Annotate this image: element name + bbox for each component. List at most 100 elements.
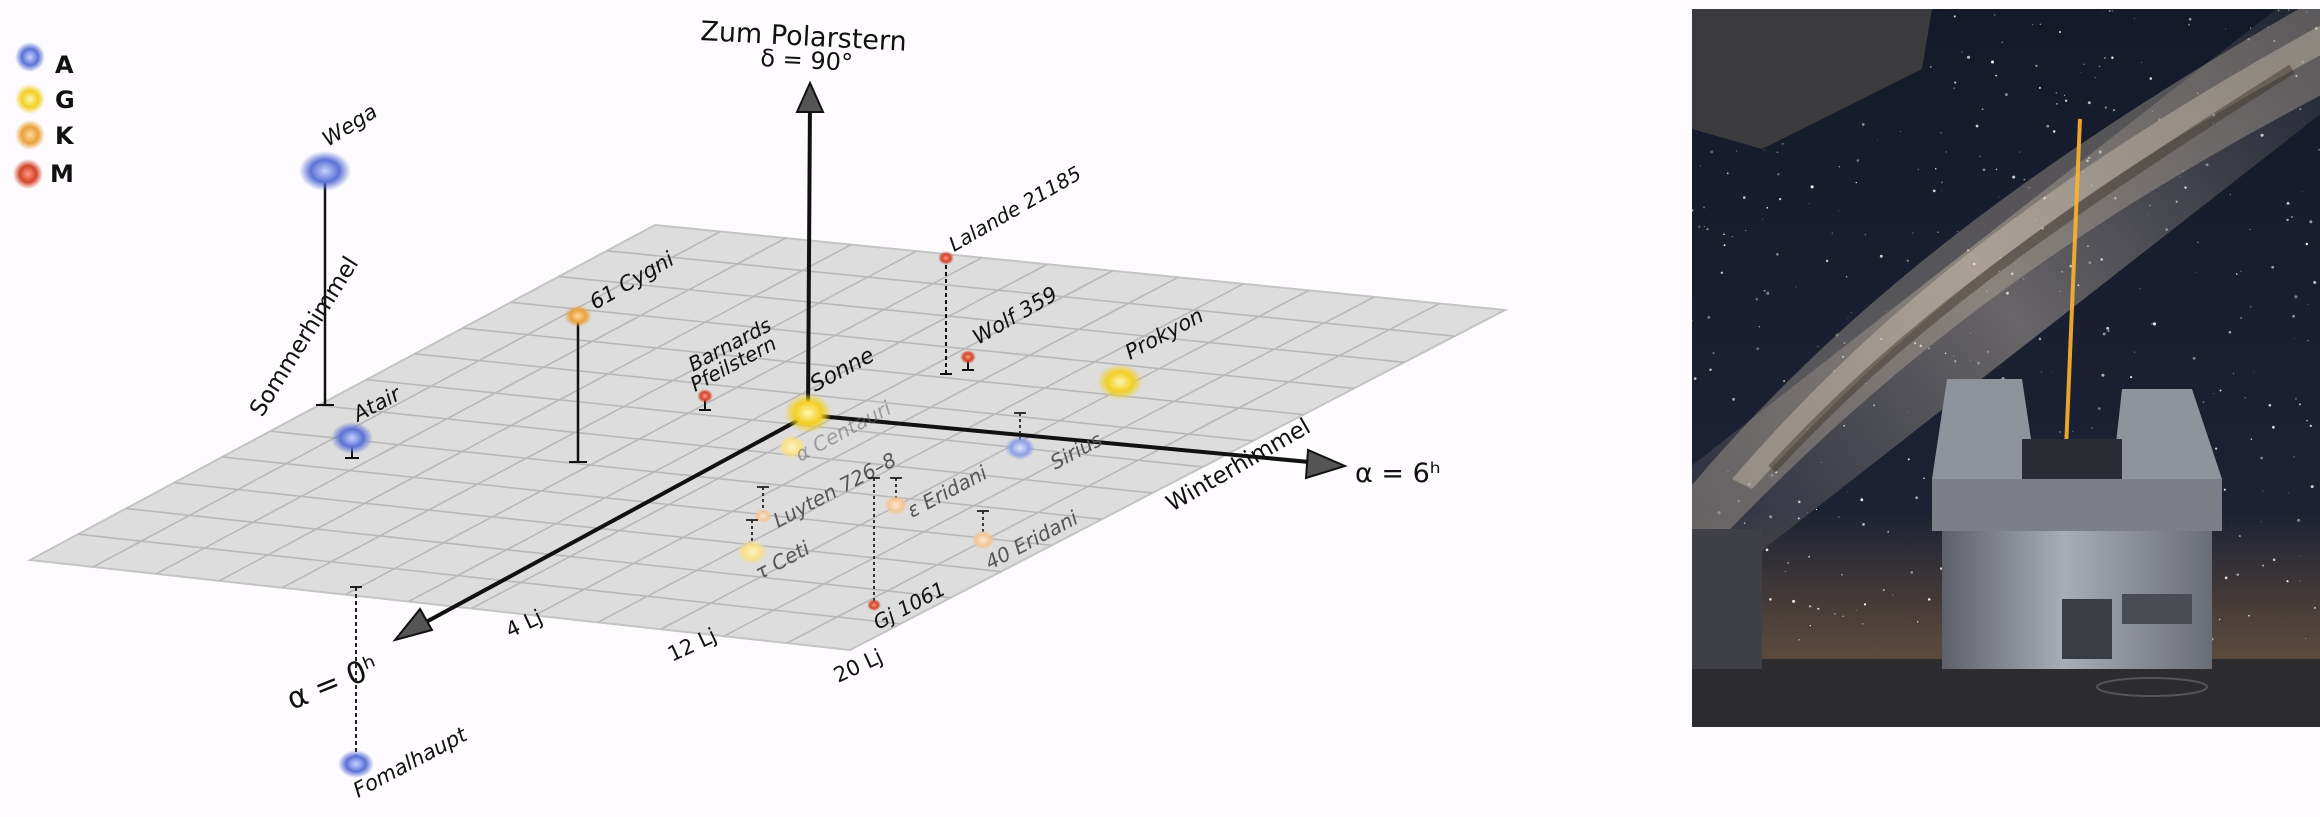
legend-swatch-m: [13, 159, 43, 189]
background-star: [1876, 647, 1878, 649]
neighbour-dome: [1692, 9, 1932, 149]
background-star: [2019, 151, 2020, 153]
background-star: [1766, 206, 1769, 209]
background-star: [1934, 168, 1937, 170]
background-star: [2248, 614, 2250, 617]
background-star: [1877, 140, 1878, 141]
background-star: [2262, 564, 2265, 567]
background-star: [2059, 431, 2062, 433]
background-star: [1723, 244, 1726, 247]
background-star: [1795, 286, 1797, 288]
background-star: [1979, 155, 1981, 157]
background-star: [1758, 325, 1761, 328]
background-star: [2294, 337, 2295, 339]
background-star: [1940, 181, 1944, 184]
fomalhaut-star: [338, 750, 374, 778]
distance-tick-20: 20 Lj: [830, 644, 886, 687]
background-star: [1831, 232, 1833, 234]
grid-line: [155, 237, 787, 575]
background-star: [1703, 206, 1706, 209]
background-star: [1777, 173, 1780, 176]
alpha-0h-label: α = 0ʰ: [282, 649, 383, 717]
background-star: [1787, 562, 1790, 564]
background-star: [1982, 168, 1986, 172]
background-star: [2293, 456, 2295, 458]
background-star: [1838, 210, 1840, 212]
background-star: [1860, 498, 1864, 502]
background-star: [2239, 535, 2241, 537]
grid-line: [345, 256, 983, 596]
background-star: [1937, 231, 1939, 233]
background-star: [1763, 149, 1765, 151]
background-star: [2059, 31, 2061, 33]
grid-line: [92, 230, 721, 568]
background-star: [1923, 477, 1925, 480]
background-star: [1776, 252, 1779, 256]
background-star: [2149, 77, 2153, 80]
background-star: [2035, 64, 2038, 68]
background-star: [2032, 24, 2034, 26]
background-star: [2240, 317, 2243, 320]
background-star: [1769, 598, 1772, 601]
background-star: [1861, 123, 1865, 126]
background-star: [1906, 259, 1909, 262]
background-star: [2055, 102, 2058, 105]
background-star: [1709, 368, 1712, 372]
legend-label-m: M: [50, 160, 74, 188]
background-star: [1742, 196, 1746, 199]
background-star: [1975, 124, 1979, 128]
background-star: [2309, 220, 2313, 224]
background-star: [2250, 438, 2253, 440]
background-star: [2272, 426, 2275, 429]
background-star: [1817, 607, 1820, 610]
background-star: [2318, 148, 2320, 151]
background-star: [1736, 150, 1738, 152]
background-star: [2299, 580, 2301, 582]
background-star: [2004, 93, 2008, 97]
centauri-star: [778, 435, 806, 459]
background-star: [2249, 305, 2252, 308]
background-star: [2260, 521, 2262, 522]
background-star: [2310, 485, 2314, 489]
grid-line: [534, 276, 1179, 617]
background-star: [2249, 228, 2251, 231]
background-star: [2133, 17, 2135, 19]
background-star: [1941, 190, 1942, 191]
background-star: [1726, 172, 1729, 175]
cygni-star: [564, 305, 592, 327]
background-star: [1692, 209, 1694, 212]
background-star: [1981, 108, 1984, 111]
background-star: [2023, 178, 2026, 181]
background-star: [2038, 86, 2041, 89]
background-star: [2302, 218, 2303, 220]
background-star: [2291, 216, 2293, 218]
background-star: [1698, 225, 1701, 228]
background-star: [2219, 389, 2222, 392]
background-star: [1783, 380, 1786, 382]
background-star: [2046, 124, 2050, 128]
wega-label: Wega: [318, 99, 382, 151]
background-star: [1855, 609, 1858, 611]
background-star: [2111, 56, 2114, 59]
background-star: [2260, 456, 2263, 460]
background-star: [2040, 371, 2042, 373]
background-star: [2097, 407, 2101, 410]
background-star: [1815, 508, 1818, 511]
spectral-class-legend: A G K M: [13, 42, 75, 189]
background-star: [1916, 621, 1919, 623]
background-star: [1847, 317, 1849, 319]
background-star: [2271, 265, 2275, 269]
eps-eridani-star: [884, 495, 908, 515]
background-star: [1845, 276, 1848, 278]
background-star: [2286, 201, 2290, 205]
background-star: [2240, 270, 2242, 272]
background-star: [2302, 191, 2304, 193]
background-star: [2295, 398, 2297, 400]
plane-grid: [77, 230, 1455, 644]
background-star: [1910, 571, 1914, 574]
background-star: [2038, 337, 2042, 341]
background-star: [1887, 530, 1890, 533]
grid-line: [318, 404, 1153, 494]
background-star: [1915, 496, 1919, 500]
background-star: [1953, 15, 1956, 18]
